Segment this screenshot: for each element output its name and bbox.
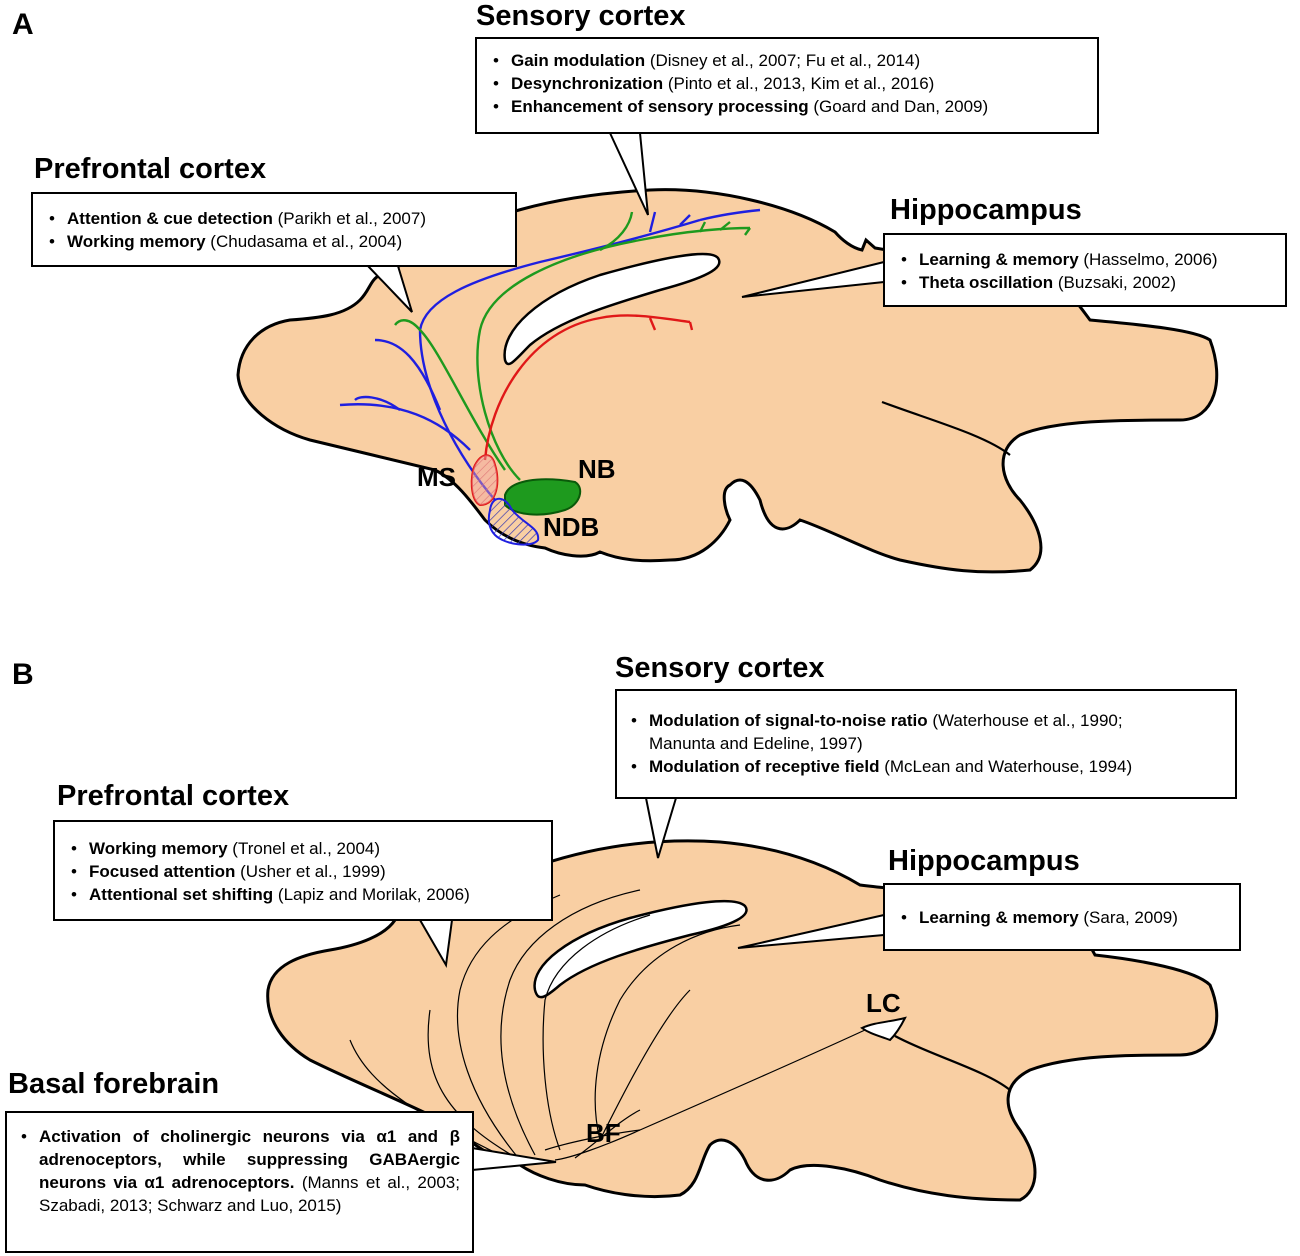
green-pathway-a (394, 211, 751, 481)
pointer-hippocampus-a (741, 261, 885, 298)
callout-item: Working memory (Chudasama et al., 2004) (45, 230, 507, 253)
callout-item: Theta oscillation (Buzsaki, 2002) (897, 271, 1277, 294)
red-pathway-a (483, 314, 694, 461)
heading-hippocampus-b: Hippocampus (888, 845, 1080, 877)
callout-item: Learning & memory (Hasselmo, 2006) (897, 248, 1277, 271)
callout-item: Modulation of signal-to-noise ratio (Wat… (627, 709, 1227, 755)
pointer-sensory-a (609, 132, 649, 216)
heading-sensory-b: Sensory cortex (615, 652, 825, 684)
callout-hippocampus-a: Learning & memory (Hasselmo, 2006) Theta… (883, 233, 1287, 307)
callout-item: Working memory (Tronel et al., 2004) (67, 837, 543, 860)
ndb-nucleus (487, 497, 540, 546)
ventricle-a (503, 252, 721, 366)
pointer-prefrontal-a (367, 265, 413, 313)
heading-prefrontal-b: Prefrontal cortex (57, 780, 290, 812)
callout-item: Desynchronization (Pinto et al., 2013, K… (489, 72, 1089, 95)
label-lc: LC (866, 988, 901, 1018)
heading-prefrontal-a: Prefrontal cortex (34, 153, 267, 185)
cerebellum-fold-b (894, 1035, 1011, 1091)
ms-nucleus (470, 454, 499, 507)
callout-item: Modulation of receptive field (McLean an… (627, 755, 1227, 778)
pointer-sensory-b (645, 797, 677, 859)
pointer-basal-b (471, 1147, 557, 1171)
callout-sensory-b: Modulation of signal-to-noise ratio (Wat… (615, 689, 1237, 799)
lc-nucleus (860, 1016, 907, 1042)
ventricle-b (533, 899, 748, 999)
panel-letter-a: A (12, 8, 34, 41)
noradrenergic-fibers (349, 889, 866, 1161)
pointer-prefrontal-b (419, 919, 453, 969)
label-ms: MS (417, 462, 456, 492)
callout-prefrontal-a: Attention & cue detection (Parikh et al.… (31, 192, 517, 267)
callout-sensory-a: Gain modulation (Disney et al., 2007; Fu… (475, 37, 1099, 134)
nb-nucleus (504, 478, 582, 516)
heading-basal-b: Basal forebrain (8, 1068, 220, 1100)
label-nb: NB (578, 454, 616, 484)
callout-item: Gain modulation (Disney et al., 2007; Fu… (489, 49, 1089, 72)
callout-item: Focused attention (Usher et al., 1999) (67, 860, 543, 883)
callout-item: Attentional set shifting (Lapiz and Mori… (67, 883, 543, 906)
panel-letter-b: B (12, 658, 34, 691)
heading-hippocampus-a: Hippocampus (890, 194, 1082, 226)
callout-item: Enhancement of sensory processing (Goard… (489, 95, 1089, 118)
label-ndb: NDB (543, 512, 600, 542)
callout-basal-b: Activation of cholinergic neurons via α1… (5, 1111, 474, 1253)
heading-sensory-a: Sensory cortex (476, 0, 686, 32)
callout-prefrontal-b: Working memory (Tronel et al., 2004) Foc… (53, 820, 553, 921)
callout-item: Activation of cholinergic neurons via α1… (17, 1125, 460, 1217)
callout-hippocampus-b: Learning & memory (Sara, 2009) (883, 883, 1241, 951)
callout-item: Learning & memory (Sara, 2009) (897, 906, 1231, 929)
label-bf: BF (586, 1118, 621, 1148)
callout-item: Attention & cue detection (Parikh et al.… (45, 207, 507, 230)
ms-nucleus-fill (471, 455, 498, 505)
pointer-hippocampus-b (737, 914, 885, 949)
cerebellum-fold-a (881, 400, 1011, 456)
blue-pathway-a (339, 208, 761, 501)
